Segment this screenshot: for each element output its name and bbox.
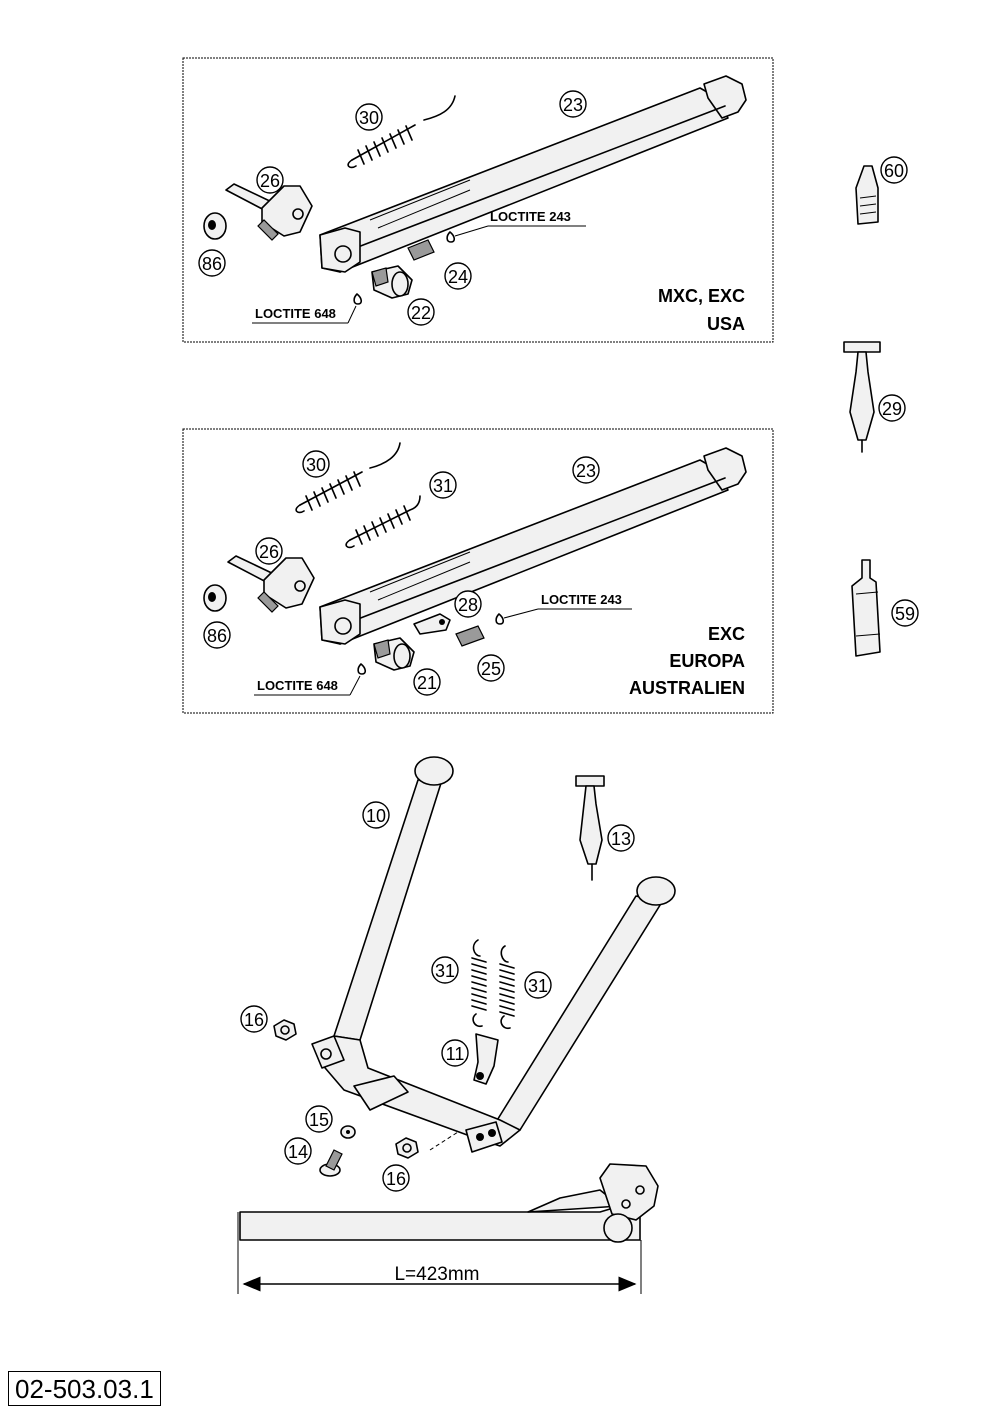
svg-text:25: 25 bbox=[481, 659, 501, 679]
callout-10: 10 bbox=[362, 801, 390, 829]
svg-text:86: 86 bbox=[202, 254, 222, 274]
svg-text:11: 11 bbox=[446, 1044, 465, 1064]
region-line-1: MXC, EXC bbox=[658, 286, 745, 306]
svg-text:21: 21 bbox=[417, 673, 437, 693]
svg-text:26: 26 bbox=[259, 542, 279, 562]
washer-drawing bbox=[340, 1125, 356, 1139]
loctite-648-label: LOCTITE 648 bbox=[255, 306, 336, 321]
callout-59: 59 bbox=[891, 599, 919, 627]
side-stand-drawing bbox=[319, 447, 747, 645]
svg-text:86: 86 bbox=[207, 626, 227, 646]
callout-11: 11 bbox=[441, 1039, 469, 1067]
svg-text:60: 60 bbox=[884, 161, 904, 181]
svg-text:16: 16 bbox=[386, 1169, 406, 1189]
svg-text:14: 14 bbox=[288, 1142, 308, 1162]
svg-text:30: 30 bbox=[306, 455, 326, 475]
threadlocker-bottle-drawing bbox=[851, 559, 881, 657]
screw-drawing bbox=[319, 1149, 343, 1177]
svg-text:22: 22 bbox=[411, 303, 431, 323]
nut-drawing bbox=[395, 1137, 419, 1159]
callout-13: 13 bbox=[607, 824, 635, 852]
callout-26: 26 bbox=[255, 537, 283, 565]
bracket-drawing bbox=[225, 183, 313, 241]
threadlocker-small-drawing bbox=[855, 165, 879, 225]
callout-14: 14 bbox=[284, 1137, 312, 1165]
loctite-243-label: LOCTITE 243 bbox=[490, 209, 571, 224]
document-number: 02-503.03.1 bbox=[8, 1371, 161, 1406]
callout-31: 31 bbox=[524, 971, 552, 999]
screw-drawing bbox=[373, 625, 485, 671]
callout-29: 29 bbox=[878, 394, 906, 422]
svg-text:23: 23 bbox=[576, 461, 596, 481]
svg-text:29: 29 bbox=[882, 399, 902, 419]
callout-16: 16 bbox=[240, 1005, 268, 1033]
svg-text:26: 26 bbox=[260, 171, 280, 191]
bushing-drawing bbox=[203, 212, 227, 240]
svg-text:31: 31 bbox=[435, 961, 455, 981]
callout-31: 31 bbox=[429, 471, 457, 499]
grease-tube-drawing bbox=[843, 341, 881, 453]
side-stand-drawing bbox=[319, 75, 747, 273]
svg-text:15: 15 bbox=[309, 1110, 329, 1130]
callout-21: 21 bbox=[413, 668, 441, 696]
svg-text:59: 59 bbox=[895, 604, 915, 624]
grease-tube-drawing bbox=[575, 775, 605, 881]
callout-28: 28 bbox=[454, 590, 482, 618]
spring-drawing bbox=[345, 495, 421, 549]
svg-text:23: 23 bbox=[563, 95, 583, 115]
region-line-1: EXC bbox=[708, 624, 745, 644]
svg-text:31: 31 bbox=[528, 976, 548, 996]
callout-30: 30 bbox=[302, 450, 330, 478]
callout-22: 22 bbox=[407, 298, 435, 326]
callout-16: 16 bbox=[382, 1164, 410, 1192]
stand-side-view-drawing bbox=[237, 1163, 659, 1294]
svg-text:16: 16 bbox=[244, 1010, 264, 1030]
callout-31: 31 bbox=[431, 956, 459, 984]
callout-15: 15 bbox=[305, 1105, 333, 1133]
center-stand-drawing bbox=[311, 756, 676, 1153]
loctite-648-label: LOCTITE 648 bbox=[257, 678, 338, 693]
bracket-drawing bbox=[473, 1033, 499, 1085]
callout-60: 60 bbox=[880, 156, 908, 184]
svg-text:30: 30 bbox=[359, 108, 379, 128]
bushing-drawing bbox=[203, 584, 227, 612]
svg-text:24: 24 bbox=[448, 267, 468, 287]
panel-mxc-exc-usa: LOCTITE 243 LOCTITE 648 MXC, EXC USA 30 … bbox=[182, 57, 774, 343]
spring-drawing bbox=[295, 442, 401, 514]
svg-text:10: 10 bbox=[366, 806, 386, 826]
callout-26: 26 bbox=[256, 166, 284, 194]
region-line-2: USA bbox=[707, 314, 745, 334]
callout-25: 25 bbox=[477, 654, 505, 682]
callout-86: 86 bbox=[203, 621, 231, 649]
callout-24: 24 bbox=[444, 262, 472, 290]
loctite-243-label: LOCTITE 243 bbox=[541, 592, 622, 607]
plate-drawing bbox=[413, 613, 451, 635]
callout-30: 30 bbox=[355, 103, 383, 131]
svg-text:31: 31 bbox=[433, 476, 453, 496]
screw-drawing bbox=[371, 239, 435, 299]
bracket-drawing bbox=[227, 555, 315, 613]
length-dimension-label: L=423mm bbox=[394, 1264, 479, 1285]
svg-text:13: 13 bbox=[611, 829, 631, 849]
callout-23: 23 bbox=[559, 90, 587, 118]
spring-drawing bbox=[471, 939, 515, 1030]
callout-23: 23 bbox=[572, 456, 600, 484]
region-line-2: EUROPA bbox=[669, 651, 745, 671]
callout-86: 86 bbox=[198, 249, 226, 277]
nut-drawing bbox=[273, 1019, 297, 1041]
spring-drawing bbox=[347, 95, 456, 169]
svg-text:28: 28 bbox=[458, 595, 478, 615]
region-line-3: AUSTRALIEN bbox=[629, 678, 745, 698]
panel-exc-europa-australien: LOCTITE 243 LOCTITE 648 EXC EUROPA AUSTR… bbox=[182, 428, 774, 714]
